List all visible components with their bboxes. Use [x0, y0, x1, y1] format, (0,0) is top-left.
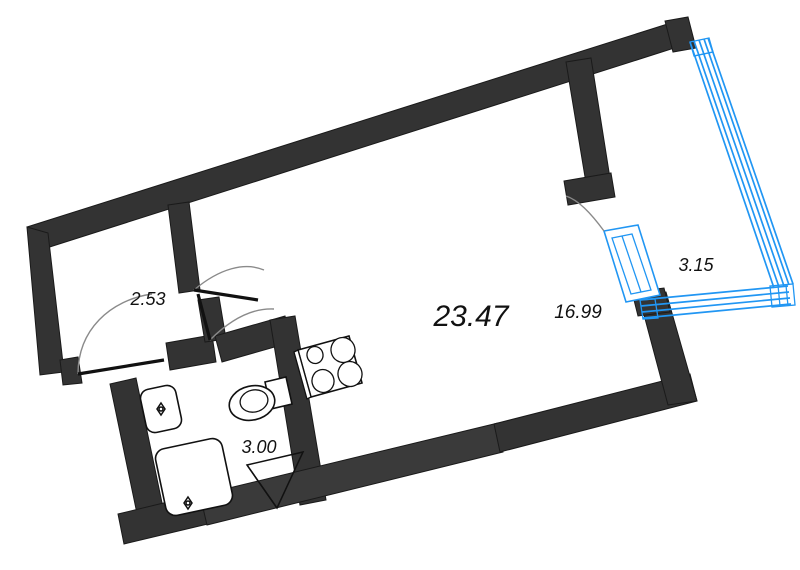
- wall-bathroom-right: [269, 315, 327, 506]
- hallway-floor: [45, 206, 196, 364]
- stove-edge: [293, 349, 312, 400]
- hall-door-leaf[interactable]: [196, 293, 212, 341]
- glazing-line-5: [707, 37, 794, 285]
- kitchen-stove: [293, 335, 363, 400]
- balcony-door[interactable]: [565, 195, 662, 303]
- wall-bottom-main: [199, 422, 504, 526]
- basin-bowl: [139, 384, 183, 434]
- wall-balcony-door-header: [563, 172, 616, 206]
- living-door-swing-arc: [193, 266, 265, 291]
- area-labels: 23.47 16.99 2.53 3.00 3.15: [129, 255, 714, 457]
- glazing-corner-div-2: [785, 284, 789, 307]
- shower-tray-body: [154, 437, 234, 517]
- area-label-secondary: 16.99: [554, 302, 602, 323]
- shower-drain-center: [185, 500, 191, 506]
- glazing-line-4: [703, 38, 790, 286]
- balcony-floor: [612, 44, 780, 300]
- glazing-bottom-4: [642, 303, 792, 319]
- area-label-bathroom: 3.00: [241, 437, 276, 457]
- wall-hall-bottom-left: [59, 356, 83, 386]
- entrance-door-swing-arc: [77, 293, 153, 375]
- entrance-door-leaf[interactable]: [77, 358, 165, 376]
- wash-basin: [139, 384, 183, 434]
- shower-drain-icon: [183, 495, 193, 511]
- bathroom-door-jamb: [246, 464, 278, 509]
- glazing-bottom-3: [641, 297, 791, 313]
- glazing-mullion-bottom: [639, 298, 659, 320]
- wall-hall-bottom-right: [165, 334, 217, 371]
- balcony-door-leaf-inner: [611, 233, 652, 295]
- balcony-door-mullion: [621, 235, 642, 293]
- glazing-line-1: [689, 41, 775, 289]
- basin-drain-center: [158, 406, 164, 412]
- area-label-hall: 2.53: [129, 289, 165, 309]
- glazing-bottom-1: [639, 285, 789, 301]
- glazing-bottom-2: [640, 291, 790, 307]
- fixtures: [139, 335, 363, 517]
- glazing-mullion-top-inner: [693, 51, 714, 57]
- toilet: [228, 376, 293, 422]
- hall-door-swing-arc: [209, 308, 275, 341]
- glazing-line-2: [693, 40, 780, 288]
- basin-drain-icon: [156, 401, 166, 417]
- glazing-line-3: [698, 39, 785, 287]
- toilet-seat-inner: [239, 389, 269, 413]
- shower-tray: [154, 437, 234, 517]
- glazing-corner-div-1: [777, 284, 781, 307]
- burner-small: [306, 345, 324, 365]
- walls: [26, 16, 698, 545]
- doors: [77, 266, 305, 510]
- burner-medium: [311, 368, 335, 394]
- area-label-living: 23.47: [432, 300, 509, 333]
- balcony-door-swing-arc: [565, 195, 605, 232]
- burner-large-bottom: [337, 360, 363, 388]
- glazing-corner-box: [769, 283, 796, 308]
- balcony-glazing: [639, 37, 796, 320]
- living-door-leaf[interactable]: [193, 288, 259, 302]
- area-label-balcony: 3.15: [678, 255, 714, 275]
